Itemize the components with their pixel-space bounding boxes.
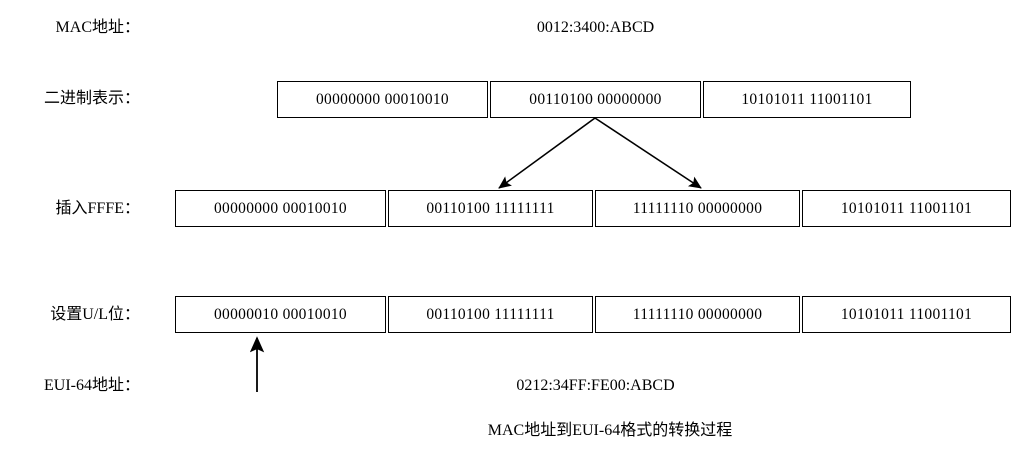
row-label-eui64-address: EUI-64地址： <box>44 377 140 394</box>
set-ul-row: 00000010 00010010 00110100 11111111 1111… <box>175 296 1011 333</box>
row-label-binary: 二进制表示： <box>43 90 140 107</box>
fork-arrow-left <box>498 117 596 189</box>
binary-box-3: 10101011 11001101 <box>703 81 911 118</box>
insert-fffe-box-4: 10101011 11001101 <box>802 190 1011 227</box>
insert-fffe-row: 00000000 00010010 00110100 11111111 1111… <box>175 190 1011 227</box>
mac-address-value: 0012:3400:ABCD <box>536 19 655 36</box>
eui64-address-value: 0212:34FF:FE00:ABCD <box>516 377 675 394</box>
insert-fffe-box-2: 00110100 11111111 <box>388 190 593 227</box>
set-ul-box-2: 00110100 11111111 <box>388 296 593 333</box>
row-label-insert-fffe: 插入FFFE： <box>55 200 140 217</box>
fork-arrow-right <box>594 117 702 189</box>
set-ul-box-3: 11111110 00000000 <box>595 296 800 333</box>
row-label-set-ul-bit: 设置U/L位： <box>50 306 140 323</box>
binary-box-1: 00000000 00010010 <box>277 81 488 118</box>
set-ul-box-4: 10101011 11001101 <box>802 296 1011 333</box>
set-ul-box-1: 00000010 00010010 <box>175 296 386 333</box>
binary-box-2: 00110100 00000000 <box>490 81 701 118</box>
binary-row: 00000000 00010010 00110100 00000000 1010… <box>277 81 911 118</box>
row-label-mac-address: MAC地址： <box>55 19 140 36</box>
diagram-caption: MAC地址到EUI-64格式的转换过程 <box>487 422 733 439</box>
insert-fffe-box-1: 00000000 00010010 <box>175 190 386 227</box>
insert-fffe-box-3: 11111110 00000000 <box>595 190 800 227</box>
